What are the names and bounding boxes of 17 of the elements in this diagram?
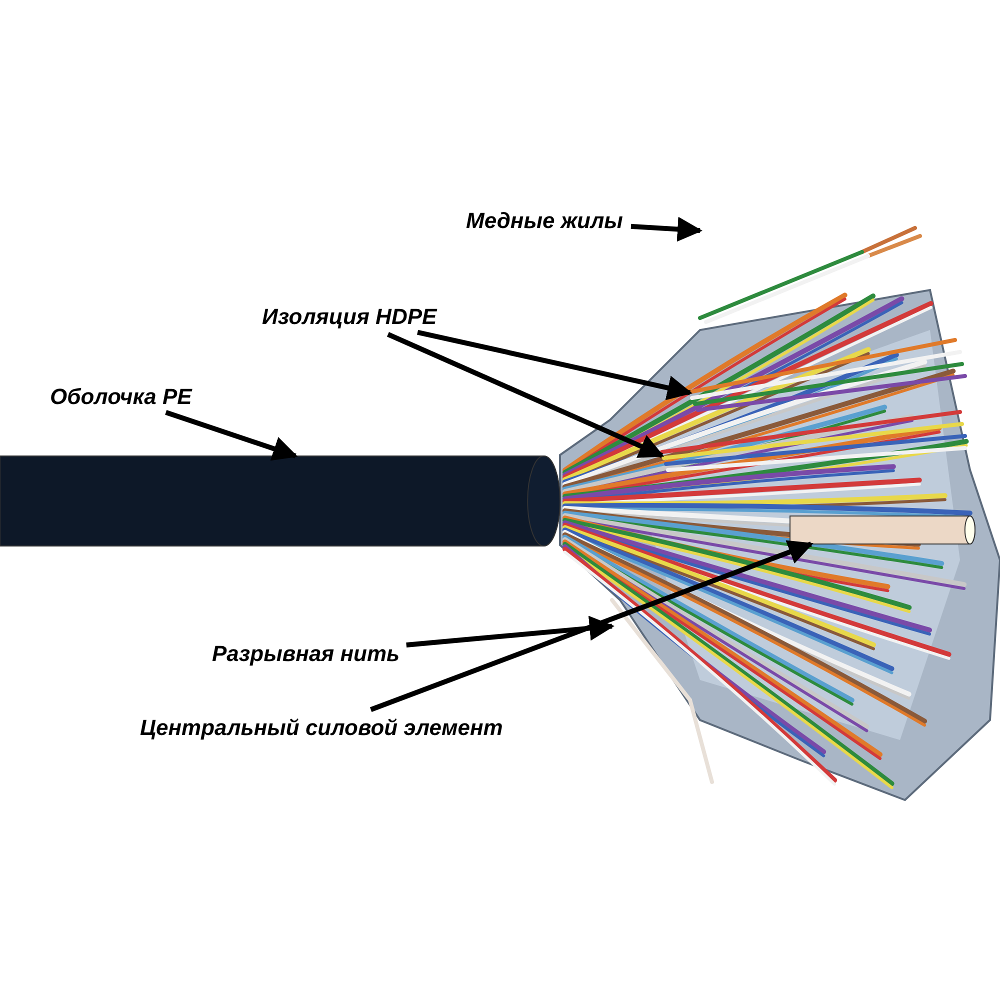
central-strength-member	[790, 516, 976, 544]
leader-arrow	[406, 616, 614, 648]
leader-arrow	[417, 330, 692, 400]
copper-wire-ends	[698, 226, 922, 324]
leader-arrow	[165, 410, 298, 461]
leader-arrow	[370, 540, 814, 712]
insulated-wire-pairs	[660, 410, 967, 472]
cable-jacket	[0, 456, 560, 546]
rip-cord	[610, 598, 714, 784]
callout-label: Оболочка PE	[50, 384, 192, 409]
callout-label: Центральный силовой элемент	[140, 715, 503, 740]
callout-label: Медные жилы	[466, 208, 623, 233]
callout-label: Разрывная нить	[212, 641, 400, 666]
insulated-wire-pairs	[688, 338, 967, 412]
callout-label: Изоляция HDPE	[262, 304, 437, 329]
leader-arrow	[386, 332, 664, 458]
leader-arrow	[630, 216, 702, 242]
